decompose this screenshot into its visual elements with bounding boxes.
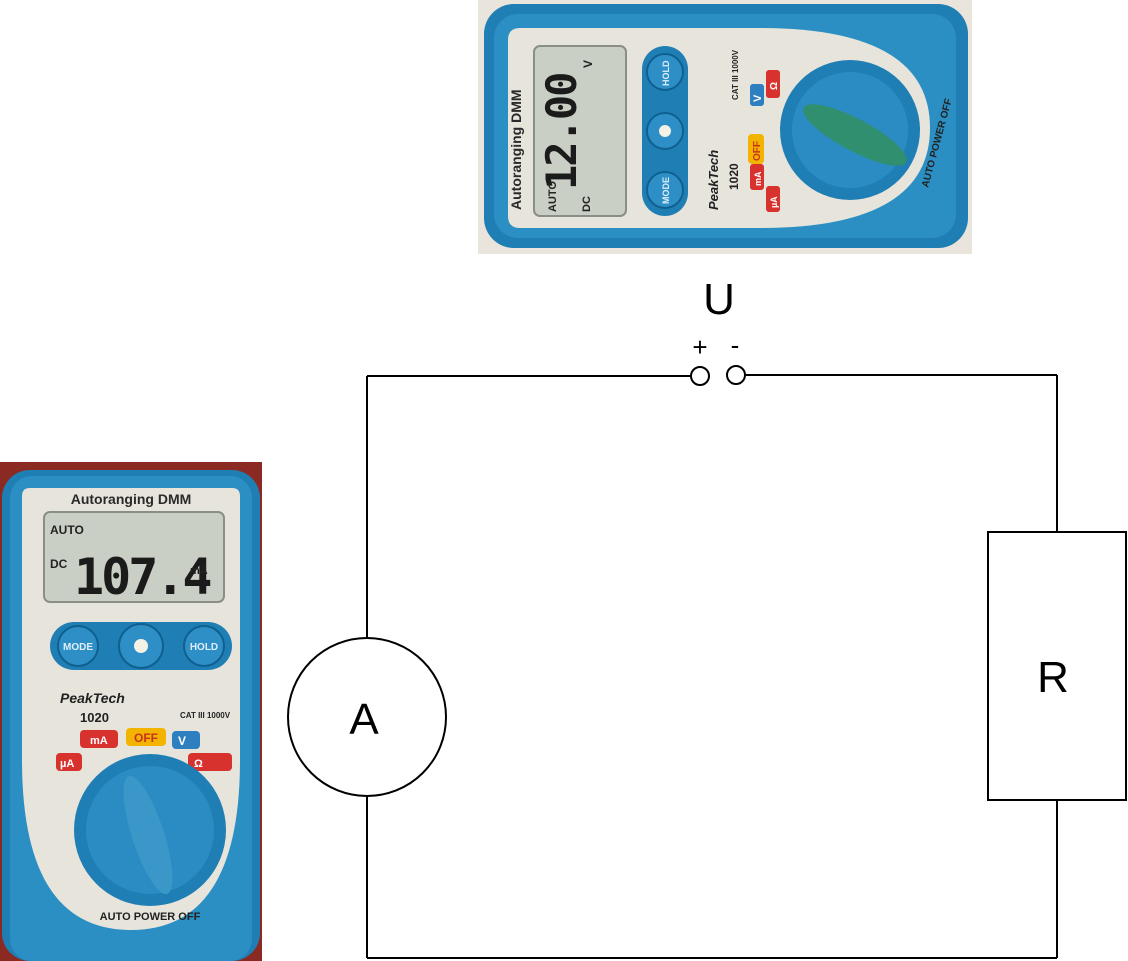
voltage-label: U [703,275,735,324]
ammeter-mode-button[interactable] [57,625,99,667]
lightbulb-icon [134,639,148,653]
ammeter-title: Autoranging DMM [71,491,192,507]
voltmeter-range-ma: mA [753,171,763,186]
voltmeter-reading: 12.00 [537,74,586,190]
voltmeter-range-ua: µA [769,196,779,208]
voltmeter-dc: DC [581,196,593,212]
voltmeter-photo: Autoranging DMM 12.00 V AUTO DC HOLD MOD… [478,0,972,254]
ammeter-auto: AUTO [50,523,84,537]
lightbulb-icon [659,125,671,137]
ammeter-hold-label: HOLD [190,642,218,653]
positive-terminal [690,366,710,386]
voltmeter-off-label: OFF [752,141,763,161]
ammeter-knob-pointer [123,775,173,895]
voltmeter-range-v: V [752,94,764,102]
voltmeter-hold-label: HOLD [661,60,671,86]
ammeter-range-v: V [178,734,186,748]
ammeter-off-label: OFF [134,731,158,745]
resistor-symbol [987,531,1127,801]
voltmeter-auto: AUTO [547,181,559,212]
ammeter-photo: Autoranging DMM AUTO DC 107.4 mA MODE HO… [0,462,262,961]
ammeter-range-ua: µA [60,758,74,770]
ammeter-label: A [349,695,379,744]
circuit-diagram [287,365,1127,959]
voltmeter-hold-button[interactable] [646,53,684,91]
voltmeter-unit: V [581,60,595,68]
ammeter-cat: CAT III 1000V [180,711,231,720]
ammeter-reading: 107.4 [74,548,210,606]
ammeter-range-ohm: Ω [194,758,203,770]
ammeter-lcd [43,511,225,603]
voltmeter-model: 1020 [727,163,741,190]
voltmeter-mode-button[interactable] [646,171,684,209]
voltmeter-brand: PeakTech [706,150,721,210]
ammeter-brand: PeakTech [60,690,125,706]
voltmeter-lcd [533,45,627,217]
ammeter-mode-label: MODE [63,642,93,653]
voltmeter-mode-label: MODE [661,177,671,204]
negative-terminal [726,365,746,385]
ammeter-dc: DC [50,557,68,571]
resistor-label: R [1037,653,1069,702]
ammeter-model: 1020 [80,710,109,725]
voltmeter-knob-pointer [803,104,907,166]
plus-sign: + [692,332,707,362]
minus-sign: - [731,330,740,360]
voltmeter-title: Autoranging DMM [508,89,524,210]
ammeter-auto-power-off: AUTO POWER OFF [100,911,201,923]
ammeter-hold-button[interactable] [183,625,225,667]
ammeter-unit: mA [190,565,208,577]
voltmeter-range-ohm: Ω [769,82,780,90]
ammeter-symbol [287,637,447,797]
ammeter-range-ma: mA [90,735,108,747]
voltmeter-cat: CAT III 1000V [731,49,740,100]
